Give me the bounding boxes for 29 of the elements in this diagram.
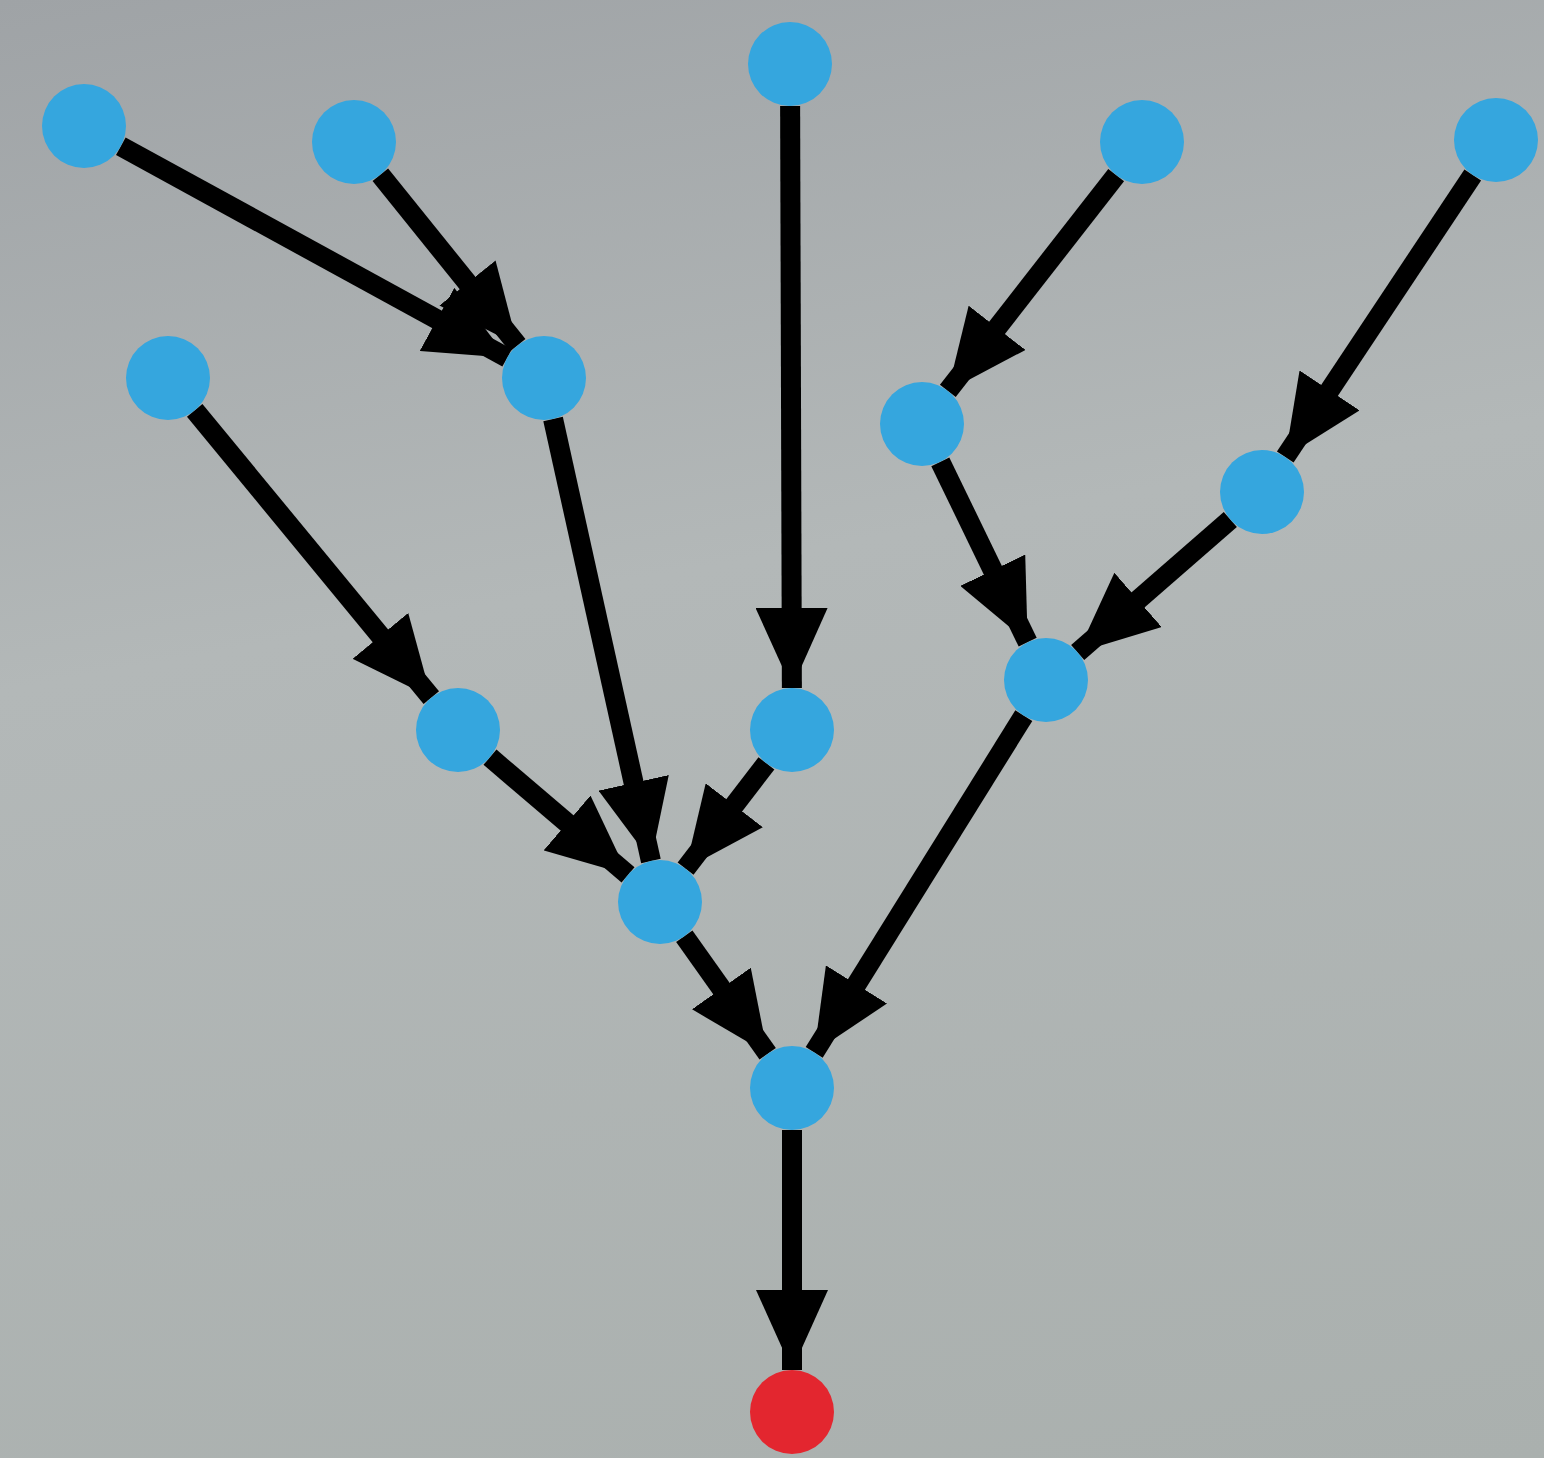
circle-node [748,22,832,106]
arrow [483,749,635,883]
arrow [116,137,512,367]
circle-node [502,336,586,420]
circle-node [42,84,126,168]
arrow [677,757,775,875]
circle-node [126,336,210,420]
arrow [1276,169,1482,463]
arrow [543,416,669,864]
circle-node [1004,638,1088,722]
circle-node [1454,98,1538,182]
arrow [755,106,828,688]
circle-node [618,860,702,944]
circle-node [750,1046,834,1130]
arrow [931,457,1037,647]
arrow [372,168,526,352]
circle-node [750,688,834,772]
circle-node [1100,100,1184,184]
arrow [939,168,1125,398]
arrow [187,404,439,704]
arrow [805,710,1033,1058]
circle-node [880,382,964,466]
arrow [1071,512,1237,660]
arrow [676,930,776,1060]
circle-node [1220,450,1304,534]
circle-node [416,688,500,772]
circle-node [750,1370,834,1454]
arrow [756,1130,828,1370]
circle-node [312,100,396,184]
